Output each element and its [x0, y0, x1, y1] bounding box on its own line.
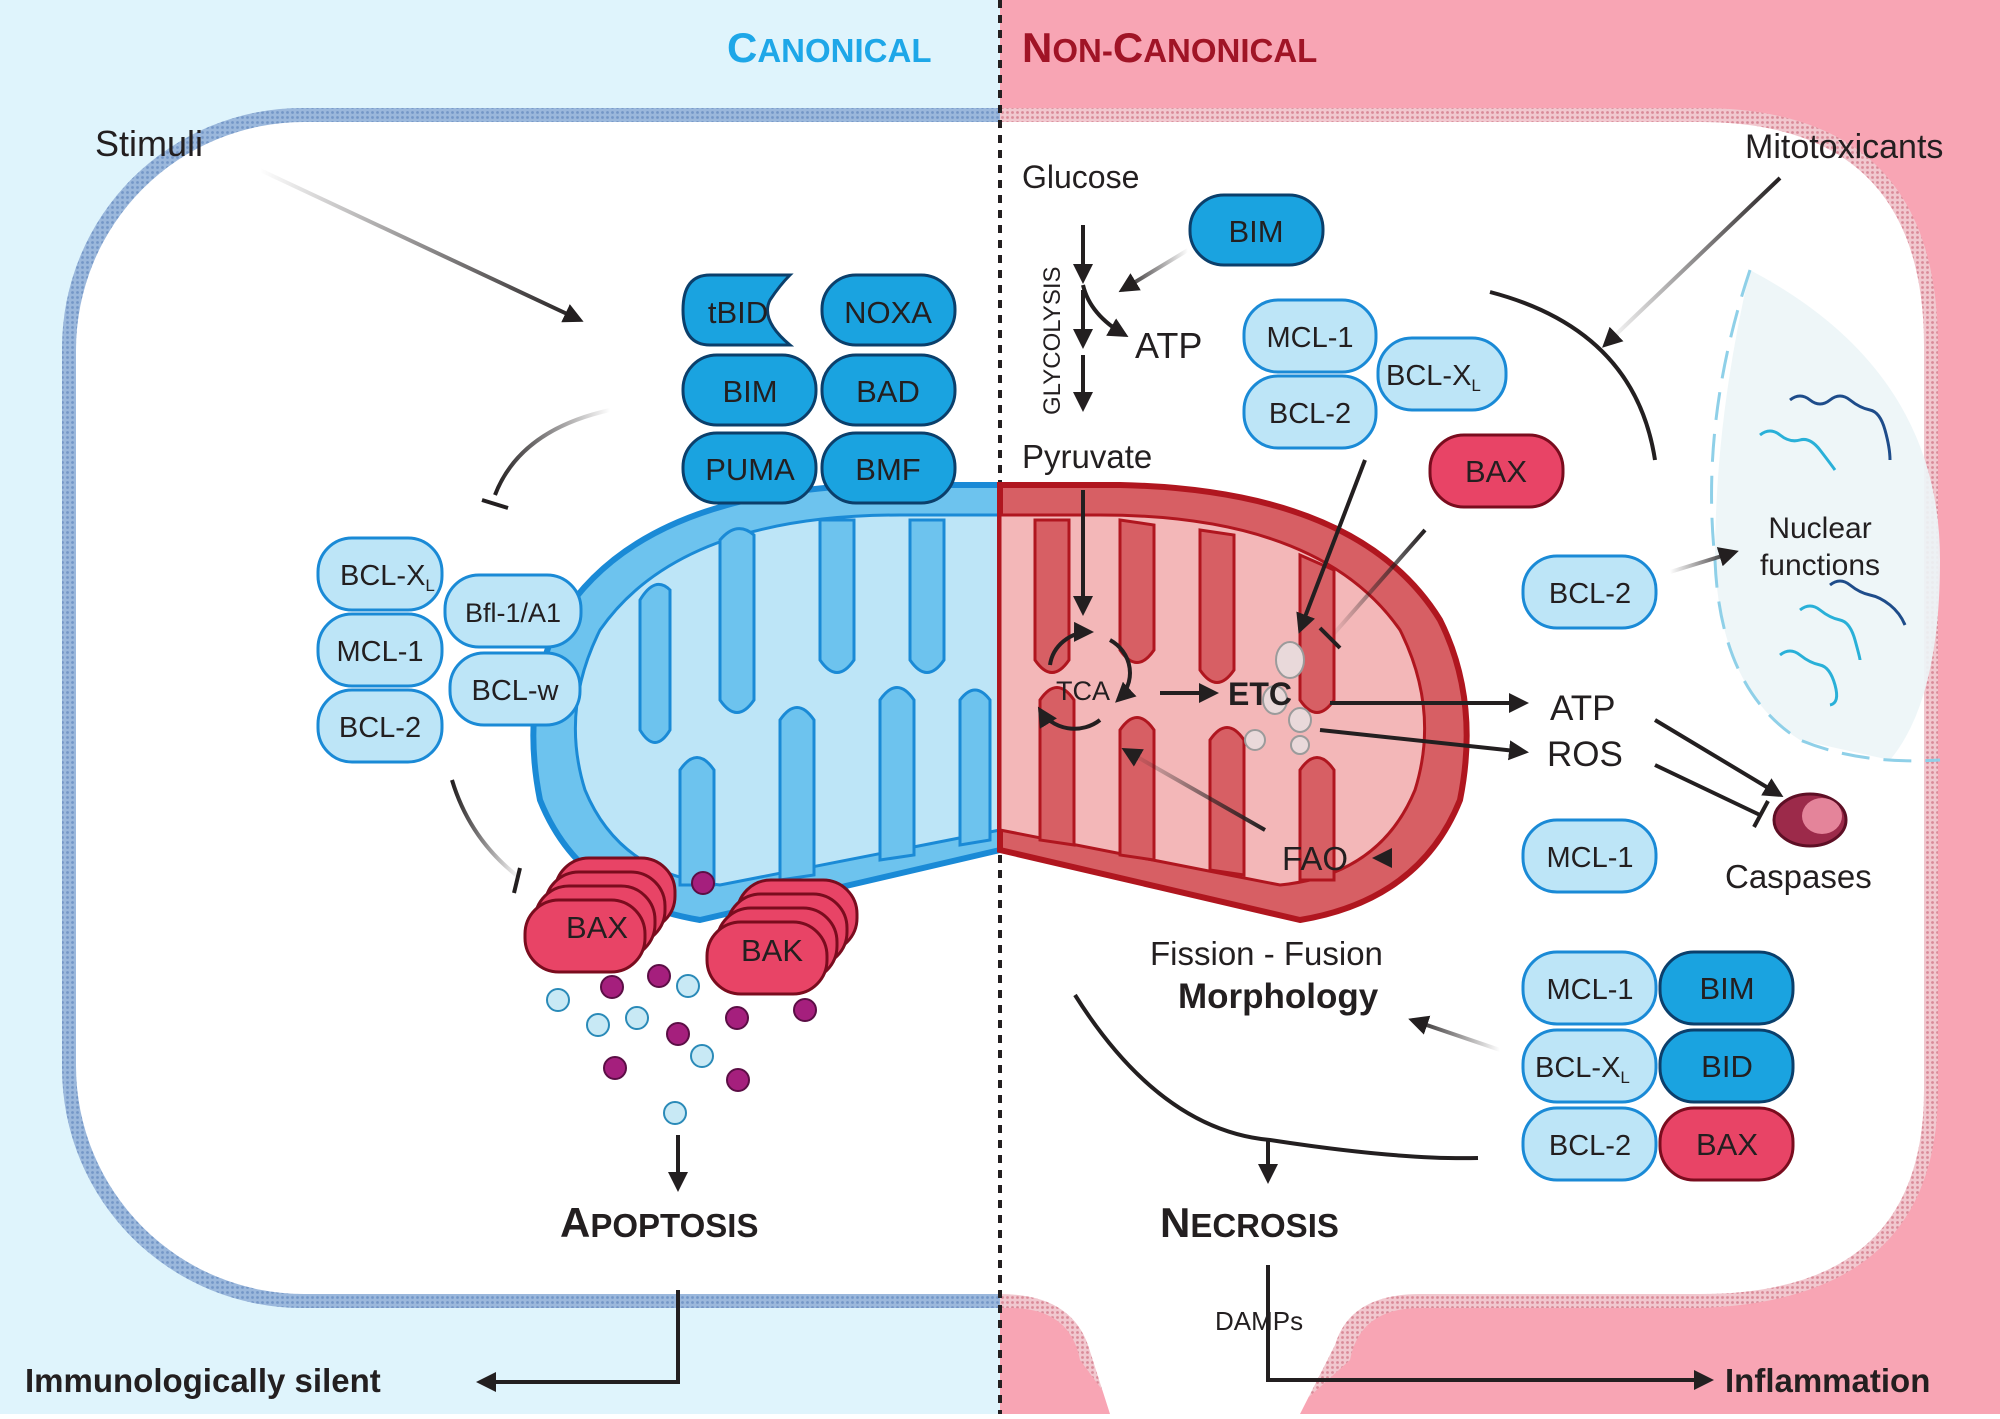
ros-label: ROS: [1547, 735, 1623, 774]
bcl2-nuclear: BCL-2: [1549, 578, 1631, 610]
glucose-label: Glucose: [1022, 159, 1139, 195]
mitotoxicants-arrow: [1602, 176, 1782, 348]
apoptosis-label: APOPTOSIS: [560, 1199, 758, 1246]
immune-arrow: [476, 1290, 680, 1392]
ros-caspases-inhibition: [1654, 763, 1761, 817]
fao-tca-arrow: [1121, 748, 1266, 832]
mcl1-box-fao: [1521, 818, 1658, 894]
activator-bim: BIM: [722, 374, 777, 409]
bfl1-label: Bfl-1/A1: [465, 598, 561, 628]
protein-pairs: MCL-1 BCL-XL BCL-2 BIM BID BAX: [1521, 950, 1795, 1182]
activator-bad: BAD: [856, 374, 920, 409]
mcl1-fao: MCL-1: [1546, 842, 1633, 874]
bcl2-etc: BCL-2: [1269, 398, 1351, 430]
necrosis-label: NECROSIS: [1160, 1199, 1339, 1246]
header-canonical: CANONICAL: [727, 24, 932, 71]
bim-glycolysis: BIM: [1228, 214, 1283, 249]
immunologically-silent-label: Immunologically silent: [25, 1362, 381, 1399]
caspases-icon: [1772, 792, 1848, 848]
bax-etc-bar: [1318, 626, 1342, 650]
activator-puma: PUMA: [705, 452, 795, 487]
activator-bmf: BMF: [855, 452, 920, 487]
bak-stack: BAK: [705, 878, 859, 996]
nuclear-label-line1: Nuclear: [1768, 512, 1871, 545]
inflammation-arrow: [1266, 1265, 1714, 1390]
pairs-morphology-arrow: [1408, 1015, 1501, 1052]
bcl2-nuclear-arrow: [1669, 547, 1739, 574]
atp-glyco-arrow: [1081, 284, 1129, 337]
bcl2-label: BCL-2: [339, 712, 421, 744]
glycolysis-label: GLYCOLYSIS: [1039, 267, 1066, 416]
released-molecules: [546, 871, 817, 1125]
bax-etc: BAX: [1465, 454, 1527, 489]
tca-label: TCA: [1056, 676, 1110, 706]
bax-stack: BAX: [523, 856, 677, 974]
mcl1-etc: MCL-1: [1266, 322, 1353, 354]
tbid-box: tBID: [681, 273, 795, 347]
bim-box-glycolysis: [1188, 193, 1325, 267]
bad-box: [820, 353, 957, 427]
pair-left-mcl1: MCL-1: [1546, 974, 1633, 1006]
puma-box: [681, 431, 818, 505]
bax-etc-inhibition: [1328, 528, 1427, 640]
atp-glycolysis: ATP: [1135, 325, 1202, 366]
pair-left-bcl2: BCL-2: [1549, 1130, 1631, 1162]
inhibition-bar-bax: [512, 867, 522, 894]
damps-release: [1130, 1376, 1280, 1414]
bcl2-box-nuclear: [1521, 554, 1658, 630]
bim-box: [681, 353, 818, 427]
mitotoxicants-label: Mitotoxicants: [1745, 128, 1943, 166]
morphology-label: Morphology: [1178, 977, 1379, 1016]
pair-right-bim: BIM: [1699, 971, 1754, 1006]
damps-label: DAMPs: [1215, 1306, 1303, 1336]
pair-right-bid: BID: [1701, 1049, 1753, 1084]
inhibition-arc-bax: [450, 779, 522, 880]
pair-left-bclxl: BCL-XL: [1535, 1052, 1630, 1087]
etc-label: ETC: [1228, 676, 1292, 712]
anti-apoptotic-cluster-etc: MCL-1 BCL-XL BCL-2: [1242, 298, 1508, 450]
nuclear-label-line2: functions: [1760, 549, 1880, 582]
etc-ros-arrow: [1319, 728, 1529, 761]
fission-fusion-label: Fission - Fusion: [1150, 935, 1383, 972]
atp-label: ATP: [1550, 689, 1615, 728]
mitochondrion-canonical: [530, 482, 1003, 924]
mitotoxicants-arc: [1489, 290, 1657, 461]
header-noncanonical: NON-CANONICAL: [1022, 24, 1317, 71]
pair-right-bax: BAX: [1696, 1127, 1758, 1162]
stimuli-arrow: [259, 168, 584, 323]
fao-label: FAO: [1282, 840, 1348, 877]
noxa-box: [820, 273, 957, 347]
nucleus: [1710, 269, 1941, 763]
effector-bax: BAX: [566, 910, 628, 945]
tca-cycle: [1037, 621, 1137, 731]
atp-caspases-arrow: [1653, 718, 1784, 798]
inhibition-bar-activators: [481, 498, 509, 510]
bim-glyco-arrow: [1118, 248, 1190, 293]
anti-apoptotic-cluster: BCL-XL Bfl-1/A1 MCL-1 BCL-w BCL-2: [316, 536, 583, 764]
stimuli-label: Stimuli: [95, 123, 203, 164]
pyruvate-label: Pyruvate: [1022, 438, 1152, 475]
cluster-etc-arrow: [1296, 459, 1367, 634]
activator-tbid: tBID: [708, 295, 768, 330]
activator-proteins: tBID NOXA BIM BAD PUMA BMF: [681, 273, 957, 505]
bclxl-label: BCL-XL: [340, 560, 435, 595]
necrosis-arc: [1073, 993, 1479, 1161]
caspases-label: Caspases: [1725, 858, 1872, 895]
etc-complex: [1244, 641, 1312, 755]
mcl1-label: MCL-1: [336, 636, 423, 668]
ros-caspases-bar: [1752, 800, 1770, 828]
activator-noxa: NOXA: [844, 295, 932, 330]
bmf-box: [820, 431, 957, 505]
bclxl-etc: BCL-XL: [1386, 360, 1481, 395]
effector-bak: BAK: [741, 933, 803, 968]
bax-box-etc: [1428, 433, 1565, 509]
bclw-label: BCL-w: [471, 675, 559, 707]
inflammation-label: Inflammation: [1725, 1362, 1930, 1399]
inhibition-arc-activators: [493, 408, 611, 496]
